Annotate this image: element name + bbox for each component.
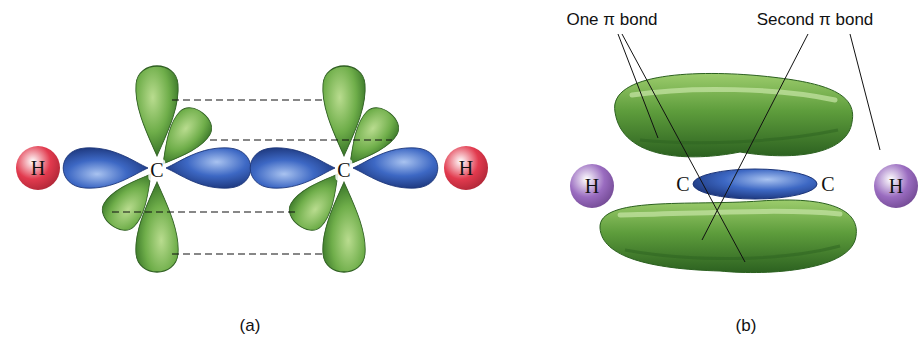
atom-symbol: C	[148, 159, 165, 181]
pi-bond-label: Second π bond	[757, 11, 874, 30]
p-orbital-lobes	[136, 66, 365, 272]
atom-symbol: C	[335, 159, 352, 181]
atom-sphere: H	[874, 164, 918, 208]
atom-symbol: H	[585, 176, 599, 196]
panel-label: (b)	[736, 317, 757, 336]
pi-bond-bands	[600, 200, 856, 273]
atom-symbol: C	[674, 173, 691, 195]
pi-bond-label: One π bond	[566, 11, 657, 30]
leader-lines	[618, 34, 880, 262]
sigma-lobes	[63, 148, 438, 188]
atom-sphere: H	[444, 146, 488, 190]
atom-symbol: H	[889, 176, 903, 196]
overlap-lines	[112, 100, 392, 254]
atom-symbol: H	[459, 158, 473, 178]
atom-symbol: C	[819, 173, 836, 195]
sigma-bond	[693, 169, 817, 199]
atom-symbol: H	[31, 158, 45, 178]
atom-sphere: H	[570, 164, 614, 208]
panel-label: (a)	[240, 317, 261, 336]
atom-sphere: H	[16, 146, 60, 190]
